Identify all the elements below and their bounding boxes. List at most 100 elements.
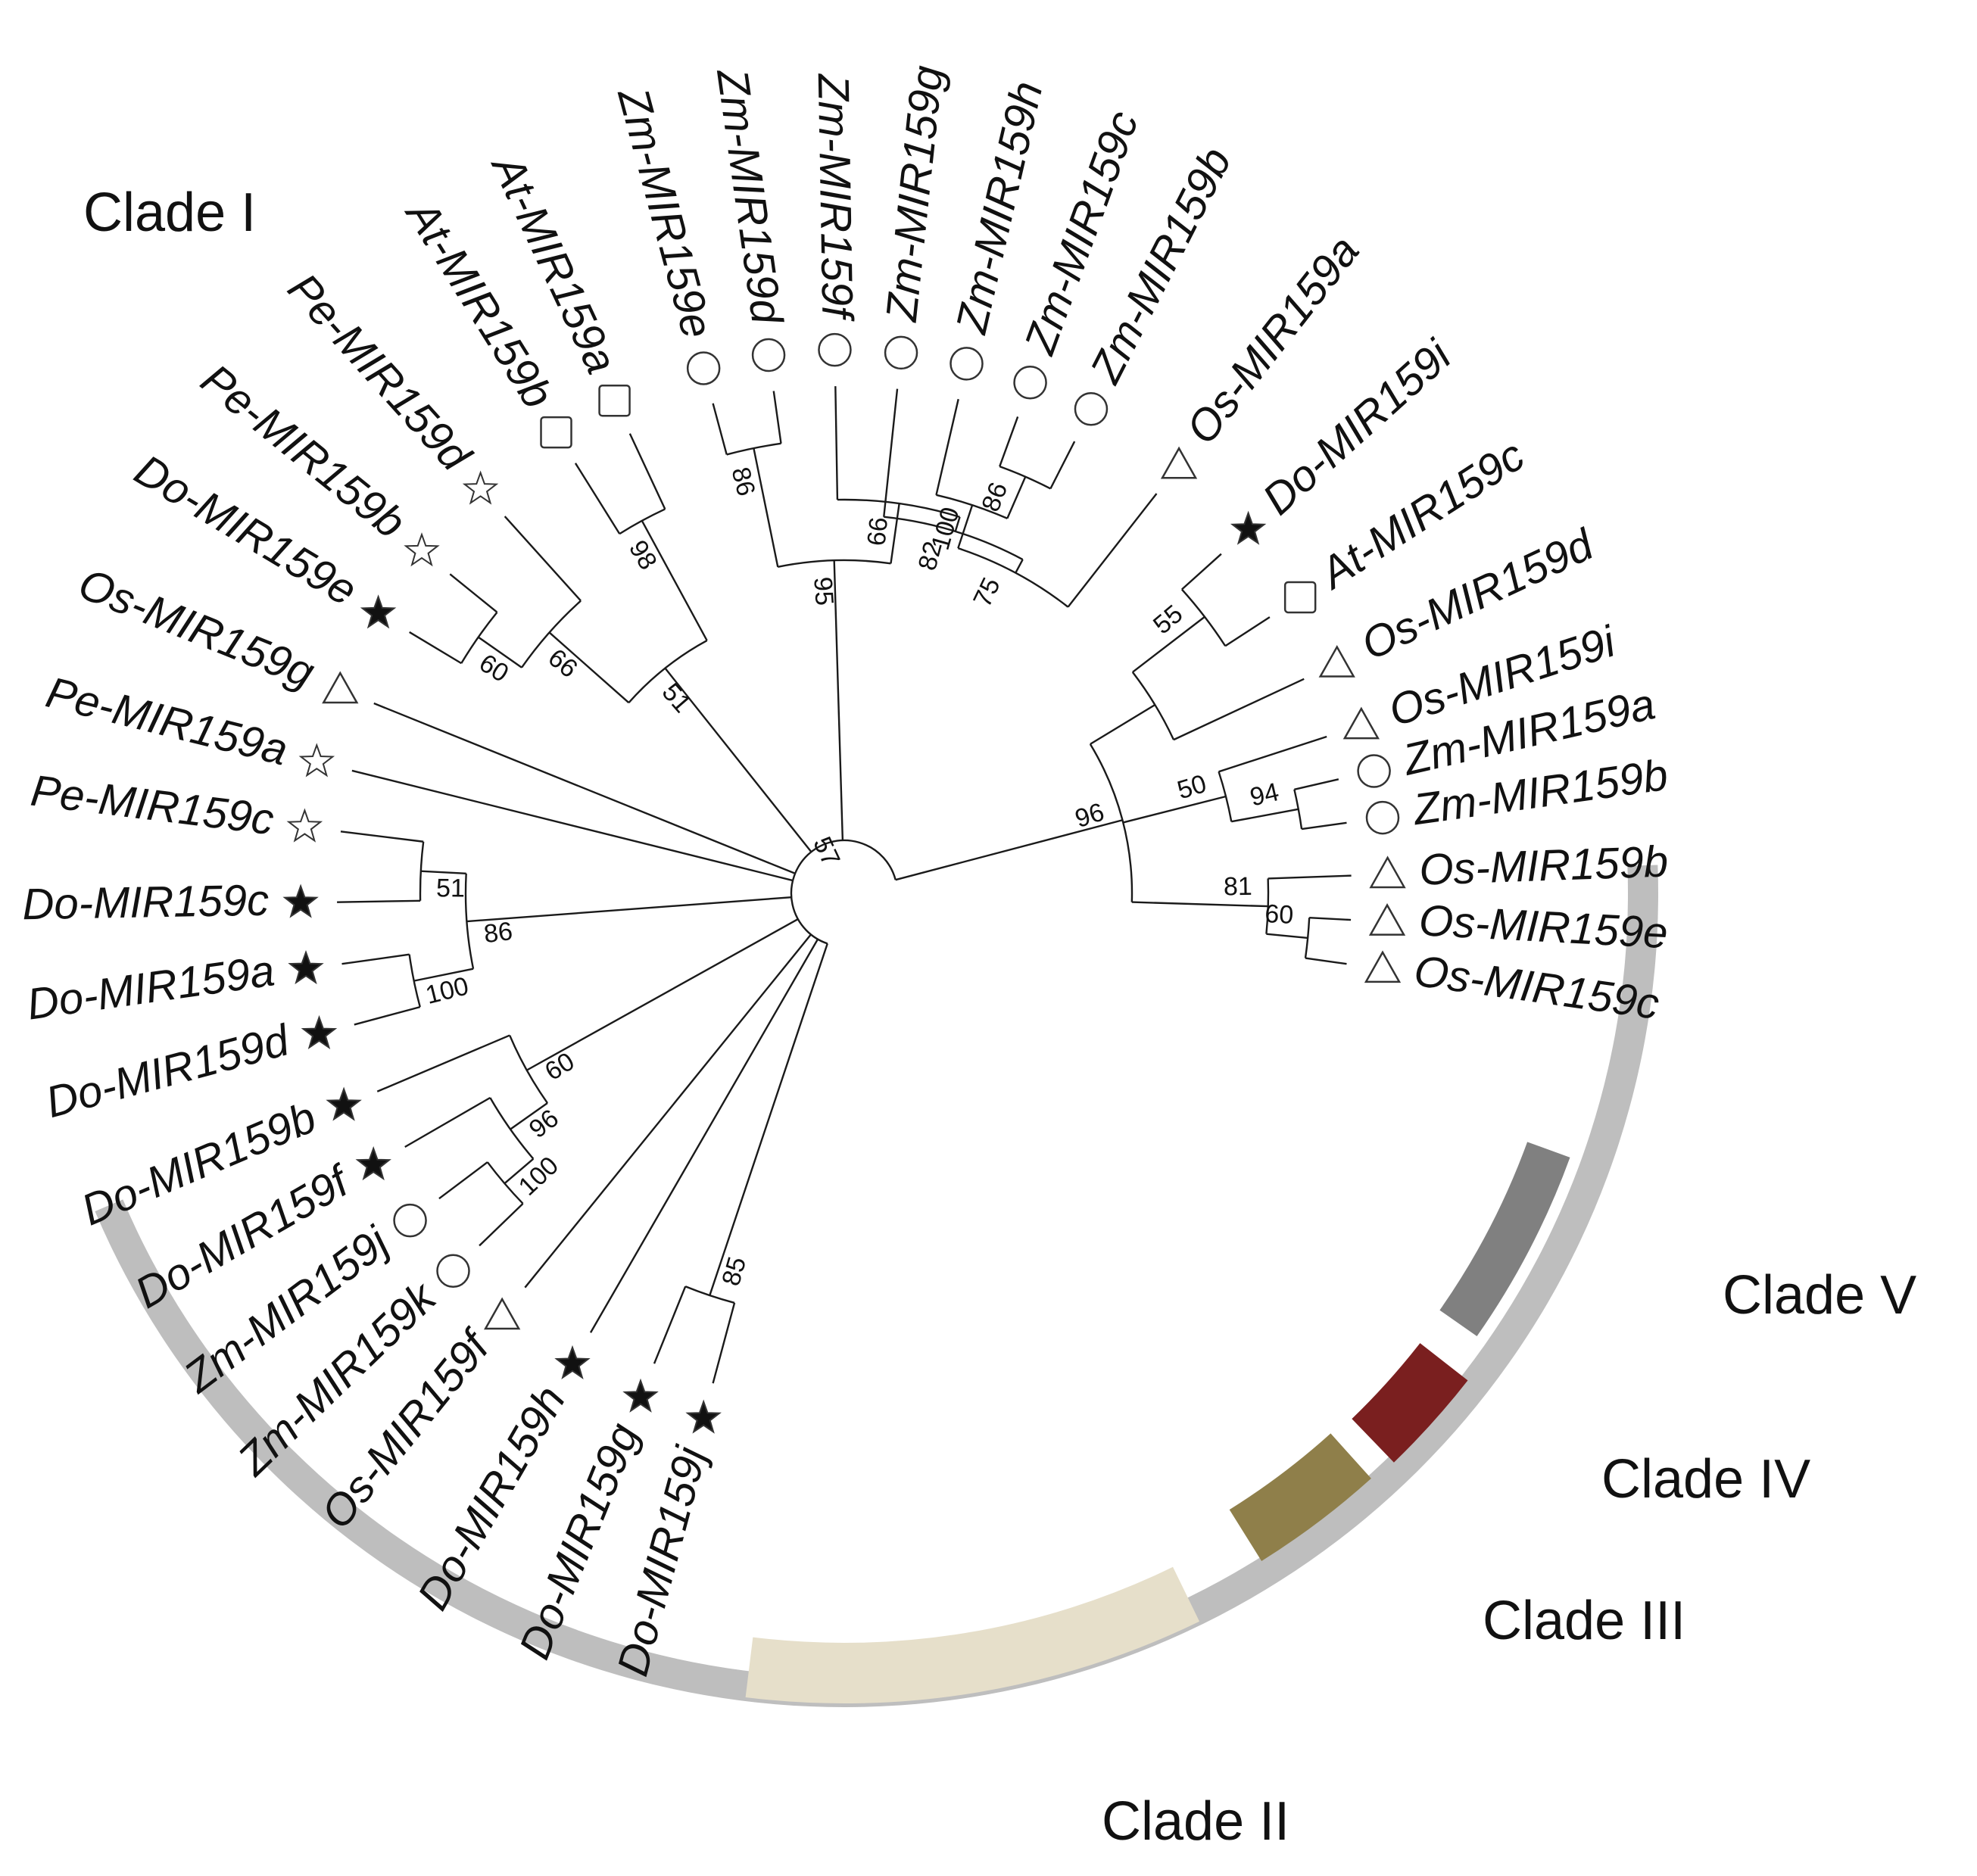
circle-icon — [686, 351, 721, 385]
branch — [548, 631, 630, 704]
branch — [1131, 901, 1268, 908]
circle-icon — [751, 338, 786, 372]
leaf-label: Os-MIR159b — [1418, 837, 1669, 894]
circle-icon — [1365, 800, 1400, 835]
branch — [1015, 559, 1024, 574]
open-star-icon — [404, 532, 440, 567]
branch — [628, 433, 666, 510]
circle-icon — [1013, 366, 1047, 400]
branch-arc — [1089, 743, 1134, 902]
filled-star-icon — [355, 1146, 391, 1181]
bootstrap-value: 98 — [623, 535, 663, 575]
bootstrap-value: 51 — [436, 874, 465, 902]
branch — [1123, 795, 1227, 824]
branch — [420, 870, 466, 875]
filled-star-icon — [360, 594, 397, 629]
triangle-icon — [1160, 446, 1198, 479]
clade-arc-2 — [745, 1566, 1200, 1703]
circle-icon — [884, 335, 918, 370]
branch — [895, 819, 1123, 881]
bootstrap-value: 51 — [656, 678, 697, 718]
open-star-icon — [298, 743, 335, 778]
bootstrap-value: 60 — [1264, 899, 1294, 930]
branch — [753, 447, 779, 568]
clade-label-4: Clade IV — [1601, 1449, 1810, 1510]
triangle-icon — [1364, 950, 1402, 983]
filled-star-icon — [685, 1399, 722, 1434]
branch-arc — [884, 516, 1024, 561]
branch — [1309, 916, 1352, 921]
clade-label-3: Clade III — [1483, 1591, 1685, 1651]
triangle-icon — [1368, 903, 1406, 936]
branch — [341, 953, 410, 965]
bootstrap-value: 50 — [1174, 769, 1209, 805]
branch — [664, 667, 812, 852]
triangle-icon — [322, 671, 359, 704]
branch — [449, 573, 498, 613]
branch — [712, 403, 728, 455]
leaf-label: Zm-MIR159d — [707, 64, 792, 328]
bootstrap-value: 95 — [808, 576, 839, 607]
square-icon — [540, 416, 572, 449]
branch — [337, 899, 421, 903]
branch — [653, 1285, 687, 1364]
branch — [438, 1161, 488, 1200]
filled-star-icon — [554, 1345, 591, 1379]
bootstrap-value: 81 — [1224, 872, 1252, 901]
bootstrap-value: 100 — [513, 1151, 564, 1201]
branch — [935, 398, 959, 496]
branch — [712, 1302, 736, 1384]
branch — [1301, 821, 1347, 830]
branch — [890, 503, 900, 564]
filled-star-icon — [282, 883, 319, 918]
circle-icon — [436, 1254, 470, 1289]
branch — [1067, 493, 1158, 608]
branch — [504, 1158, 535, 1185]
filled-star-icon — [301, 1014, 338, 1050]
branch — [954, 516, 961, 532]
branch — [957, 504, 974, 549]
clade-arc-5 — [1439, 1142, 1570, 1337]
branch — [1090, 703, 1155, 745]
branch — [409, 631, 462, 665]
bootstrap-value: 60 — [540, 1047, 579, 1086]
branch — [772, 391, 782, 444]
open-star-icon — [462, 470, 499, 505]
bootstrap-value: 96 — [1071, 797, 1107, 834]
circle-icon — [1074, 392, 1109, 426]
bootstrap-value: 66 — [543, 644, 583, 684]
branch — [1305, 957, 1347, 965]
branch — [641, 520, 708, 641]
leaf-label: Do-MIR159a — [24, 946, 278, 1029]
clade-labels: Clade I Clade II Clade III Clade IV Clade V — [83, 182, 1916, 1852]
bootstrap-value: 94 — [1247, 778, 1281, 812]
branch — [1132, 615, 1205, 673]
leaf-label: Zm-MIR159f — [809, 72, 862, 323]
branch — [466, 896, 792, 923]
branch — [883, 388, 899, 517]
clade-label-1: Clade I — [83, 182, 256, 243]
leaf-label: Os-MIR159c — [1411, 946, 1662, 1029]
circle-icon — [950, 347, 984, 381]
branch — [479, 1202, 524, 1247]
circle-icon — [393, 1203, 427, 1238]
branch — [376, 1034, 510, 1092]
branch — [999, 416, 1019, 467]
filled-star-icon — [1230, 510, 1267, 545]
branch — [574, 463, 621, 534]
branch — [510, 1102, 548, 1130]
bootstrap-value: 96 — [524, 1104, 564, 1144]
circle-icon — [818, 332, 852, 367]
tree-branches — [337, 386, 1352, 1384]
branch — [1173, 678, 1305, 741]
triangle-icon — [1369, 855, 1406, 889]
open-star-icon — [286, 808, 323, 843]
branch — [1224, 616, 1271, 647]
clade-label-2: Clade II — [1102, 1791, 1289, 1852]
bootstrap-value: 86 — [482, 917, 514, 949]
leaf-label: Do-MIR159d — [41, 1015, 295, 1127]
clade-arc-4 — [1352, 1343, 1468, 1463]
branch — [1181, 553, 1222, 591]
clade-label-5: Clade V — [1723, 1265, 1916, 1326]
leaf-label: Zm-MIR159g — [877, 64, 953, 325]
